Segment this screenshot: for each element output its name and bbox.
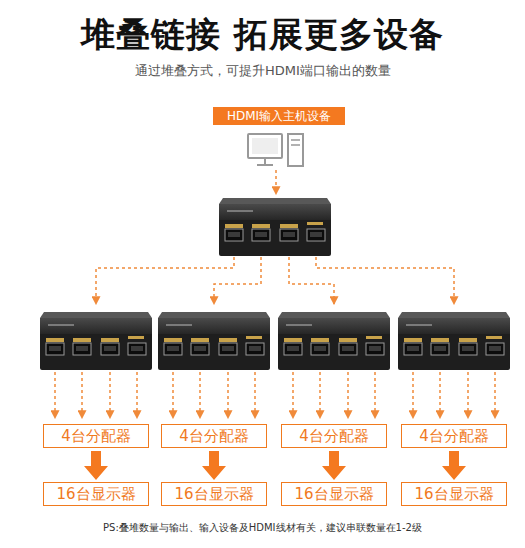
- dotted-arrow: [316, 257, 454, 304]
- flow-arrow: [322, 451, 346, 480]
- hdmi-splitter: [40, 312, 152, 370]
- dotted-arrow: [374, 372, 376, 418]
- title: 堆叠链接 拓展更多设备: [81, 12, 444, 58]
- dotted-lines: [96, 257, 454, 304]
- dotted-arrow: [289, 257, 334, 304]
- dotted-arrow: [347, 372, 349, 418]
- display-count-box: 16台显示器: [161, 482, 267, 506]
- subtitle: 通过堆叠方式，可提升HDMI端口输出的数量: [135, 62, 391, 80]
- box-label: 16台显示器: [174, 485, 253, 504]
- dotted-arrow: [292, 372, 294, 418]
- dotted-arrow: [439, 372, 441, 418]
- dotted-arrow: [81, 372, 83, 418]
- splitter-count-box: 4台分配器: [401, 424, 507, 448]
- box-label: 4台分配器: [299, 427, 369, 446]
- monitor: [248, 134, 282, 158]
- hdmi-splitter: [278, 312, 390, 370]
- dotted-arrow: [467, 372, 469, 418]
- splitter-count-box: 4台分配器: [43, 424, 149, 448]
- display-count-box: 16台显示器: [401, 482, 507, 506]
- display-count-box: 16台显示器: [43, 482, 149, 506]
- dotted-arrow: [172, 372, 174, 418]
- caption-note: PS:叠堆数量与输出、输入设备及HDMI线材有关，建议串联数量在1-2级: [103, 521, 422, 535]
- dotted-arrow: [54, 372, 56, 418]
- flow-arrow: [84, 451, 108, 480]
- base: [257, 164, 273, 166]
- box-label: 16台显示器: [294, 485, 373, 504]
- stand: [264, 158, 266, 164]
- hdmi-splitter: [398, 312, 510, 370]
- dotted-arrow: [227, 372, 229, 418]
- tower-slot: [291, 139, 300, 141]
- flow-arrow: [202, 451, 226, 480]
- dotted-arrow: [319, 372, 321, 418]
- display-count-box: 16台显示器: [281, 482, 387, 506]
- dotted-arrow: [214, 257, 261, 304]
- arrow-shape: [322, 451, 346, 480]
- computer-icon: [248, 134, 303, 166]
- box-label: 16台显示器: [56, 485, 135, 504]
- arrow-shape: [84, 451, 108, 480]
- dotted-arrow: [412, 372, 414, 418]
- arrow-shape: [442, 451, 466, 480]
- tower: [288, 134, 303, 166]
- dotted-arrow: [199, 372, 201, 418]
- splitter-count-box: 4台分配器: [281, 424, 387, 448]
- box-label: 4台分配器: [61, 427, 131, 446]
- flow-arrow: [442, 451, 466, 480]
- arrow-shape: [202, 451, 226, 480]
- hdmi-splitter: [219, 198, 331, 256]
- screen: [252, 138, 278, 154]
- dotted-arrow: [494, 372, 496, 418]
- box-label: HDMI输入主机设备: [227, 108, 331, 125]
- box-label: 4台分配器: [179, 427, 249, 446]
- box-label: 4台分配器: [419, 427, 489, 446]
- tower-slot: [291, 144, 300, 146]
- box-label: 16台显示器: [414, 485, 493, 504]
- input-device-box: HDMI输入主机设备: [213, 107, 345, 125]
- dotted-arrow: [109, 372, 111, 418]
- dotted-lines: [55, 372, 495, 418]
- splitter-count-box: 4台分配器: [161, 424, 267, 448]
- dotted-arrow: [275, 170, 277, 194]
- hdmi-splitter: [158, 312, 270, 370]
- dotted-arrow: [136, 372, 138, 418]
- dotted-arrow: [254, 372, 256, 418]
